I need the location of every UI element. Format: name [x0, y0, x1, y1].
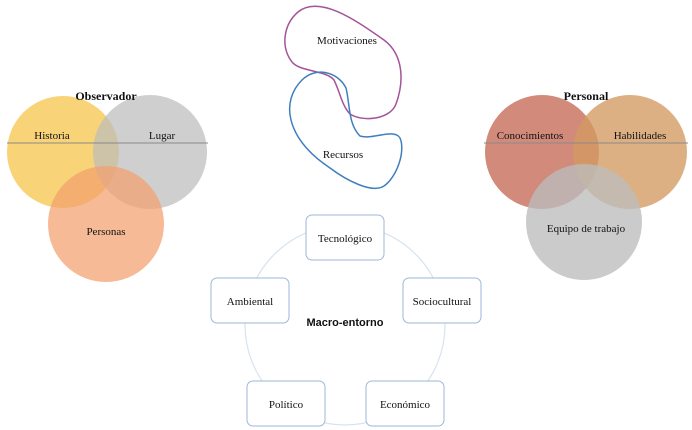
politico-label: Político — [269, 399, 304, 411]
equipo-circle — [526, 164, 642, 280]
personas-circle — [48, 166, 164, 282]
habilidades-label: Habilidades — [614, 130, 667, 142]
macro-entorno-cycle: Macro-entorno Tecnológico Sociocultural … — [210, 214, 482, 427]
personal-venn: Personal Conocimientos Habilidades Equip… — [484, 89, 688, 280]
historia-label: Historia — [34, 130, 70, 142]
conocimientos-label: Conocimientos — [497, 130, 564, 142]
motivaciones-blob — [284, 5, 402, 120]
observador-venn: Observador Historia Lugar Personas — [7, 89, 208, 282]
tecnologico-label: Tecnológico — [318, 233, 373, 245]
politico-box — [246, 380, 326, 427]
sociocultural-box — [402, 277, 482, 324]
ambiental-box — [210, 277, 290, 324]
lugar-label: Lugar — [149, 130, 176, 142]
motivaciones-label: Motivaciones — [317, 35, 377, 47]
macro-center-label: Macro-entorno — [307, 317, 384, 329]
equipo-label: Equipo de trabajo — [547, 223, 626, 235]
personal-title: Personal — [564, 89, 609, 103]
personas-label: Personas — [86, 226, 125, 238]
recursos-label: Recursos — [323, 149, 363, 161]
tecnologico-box — [305, 214, 385, 261]
economico-label: Económico — [380, 399, 431, 411]
observador-title: Observador — [75, 89, 137, 103]
recursos-blob — [288, 71, 403, 189]
ambiental-label: Ambiental — [227, 296, 273, 308]
economico-box — [365, 380, 445, 427]
blob-group: Motivaciones Recursos — [284, 5, 403, 189]
sociocultural-label: Sociocultural — [413, 296, 472, 308]
